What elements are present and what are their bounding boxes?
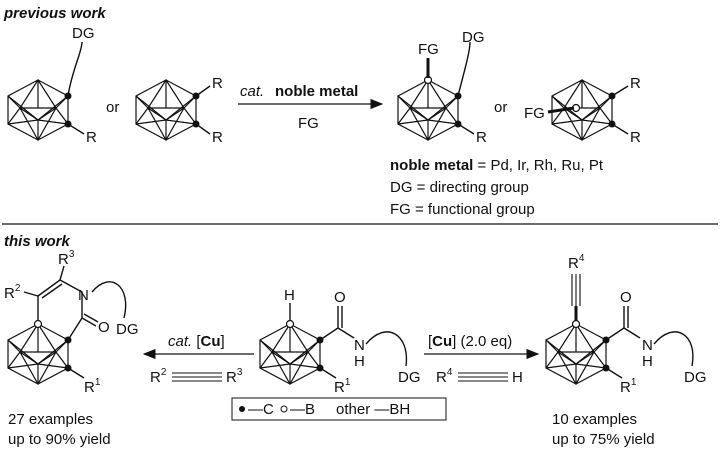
right-product-examples: 10 examples	[552, 411, 637, 428]
right-product-r1: R1	[620, 377, 637, 396]
product-1-fg-label: FG	[418, 41, 439, 58]
reactant-2-r-bottom-label: R	[212, 129, 223, 146]
left-product-yield: up to 90% yield	[8, 431, 111, 448]
left-reagent-r2: R2	[150, 367, 167, 386]
substrate-dg-label: DG	[398, 369, 421, 386]
right-reagent-h: H	[512, 369, 523, 386]
right-product-alkyne	[571, 274, 581, 306]
reactant-1-dg-label: DG	[72, 25, 95, 42]
product-1-dg-label: DG	[462, 29, 485, 46]
substrate-r1-label: R1	[334, 377, 351, 396]
previous-arrow-noble-metal: noble metal	[275, 83, 358, 100]
left-reagent-alkyne	[172, 372, 222, 382]
right-product-r4: R4	[568, 253, 585, 272]
left-product-r3: R3	[58, 249, 75, 268]
legend-fg: FG = functional group	[390, 201, 535, 218]
or-text-1: or	[106, 99, 119, 116]
right-product-h: H	[642, 353, 653, 370]
right-arrow-conditions: [Cu] (2.0 eq)	[428, 333, 512, 350]
left-product-o: O	[98, 319, 110, 336]
product-2-r-top-label: R	[630, 75, 641, 92]
key-c-label: —C	[248, 401, 274, 418]
right-reagent-alkyne	[458, 372, 508, 382]
section-previous-work: previous work	[3, 5, 106, 22]
legend-noble-metal: noble metal = Pd, Ir, Rh, Ru, Pt	[390, 157, 604, 174]
key-b-label: —B	[290, 401, 315, 418]
substrate-n-label: N	[354, 337, 365, 354]
reactant-1-cage-icon	[7, 79, 72, 141]
left-reagent-r3: R3	[226, 367, 243, 386]
previous-arrow-fg: FG	[298, 115, 319, 132]
right-product-n: N	[642, 337, 653, 354]
left-product-examples: 27 examples	[8, 411, 93, 428]
product-1-r-label: R	[476, 129, 487, 146]
right-product-o: O	[620, 289, 632, 306]
right-product-yield: up to 75% yield	[552, 431, 655, 448]
reactant-2-cage-icon	[135, 79, 200, 141]
substrate-o-label: O	[334, 289, 346, 306]
left-product-r1: R1	[84, 377, 101, 396]
left-product-dg: DG	[116, 321, 139, 338]
left-product-r2: R2	[4, 283, 21, 302]
product-1-cage-icon	[397, 75, 462, 141]
product-2-fg-label: FG	[524, 105, 545, 122]
substrate-cage-icon	[259, 319, 324, 385]
right-reagent-r4: R4	[436, 367, 453, 386]
previous-arrow-cat: cat.	[240, 83, 264, 100]
atom-key-box: —C —B other —BH	[231, 397, 447, 421]
product-2-r-bottom-label: R	[630, 129, 641, 146]
key-other-label: other —BH	[336, 401, 410, 418]
right-product-dg: DG	[684, 369, 707, 386]
right-product-cage-icon	[545, 319, 610, 385]
left-product-cage-icon	[7, 319, 72, 385]
or-text-2: or	[494, 99, 507, 116]
reactant-2-r-top-label: R	[212, 75, 223, 92]
reactant-1-r-label: R	[86, 129, 97, 146]
left-product-n: N	[78, 287, 89, 304]
substrate-nh-h-label: H	[354, 353, 365, 370]
left-arrow-conditions: cat. [Cu]	[168, 333, 225, 350]
substrate-h-label: H	[284, 287, 295, 304]
legend-dg: DG = directing group	[390, 179, 529, 196]
section-this-work: this work	[4, 233, 71, 250]
